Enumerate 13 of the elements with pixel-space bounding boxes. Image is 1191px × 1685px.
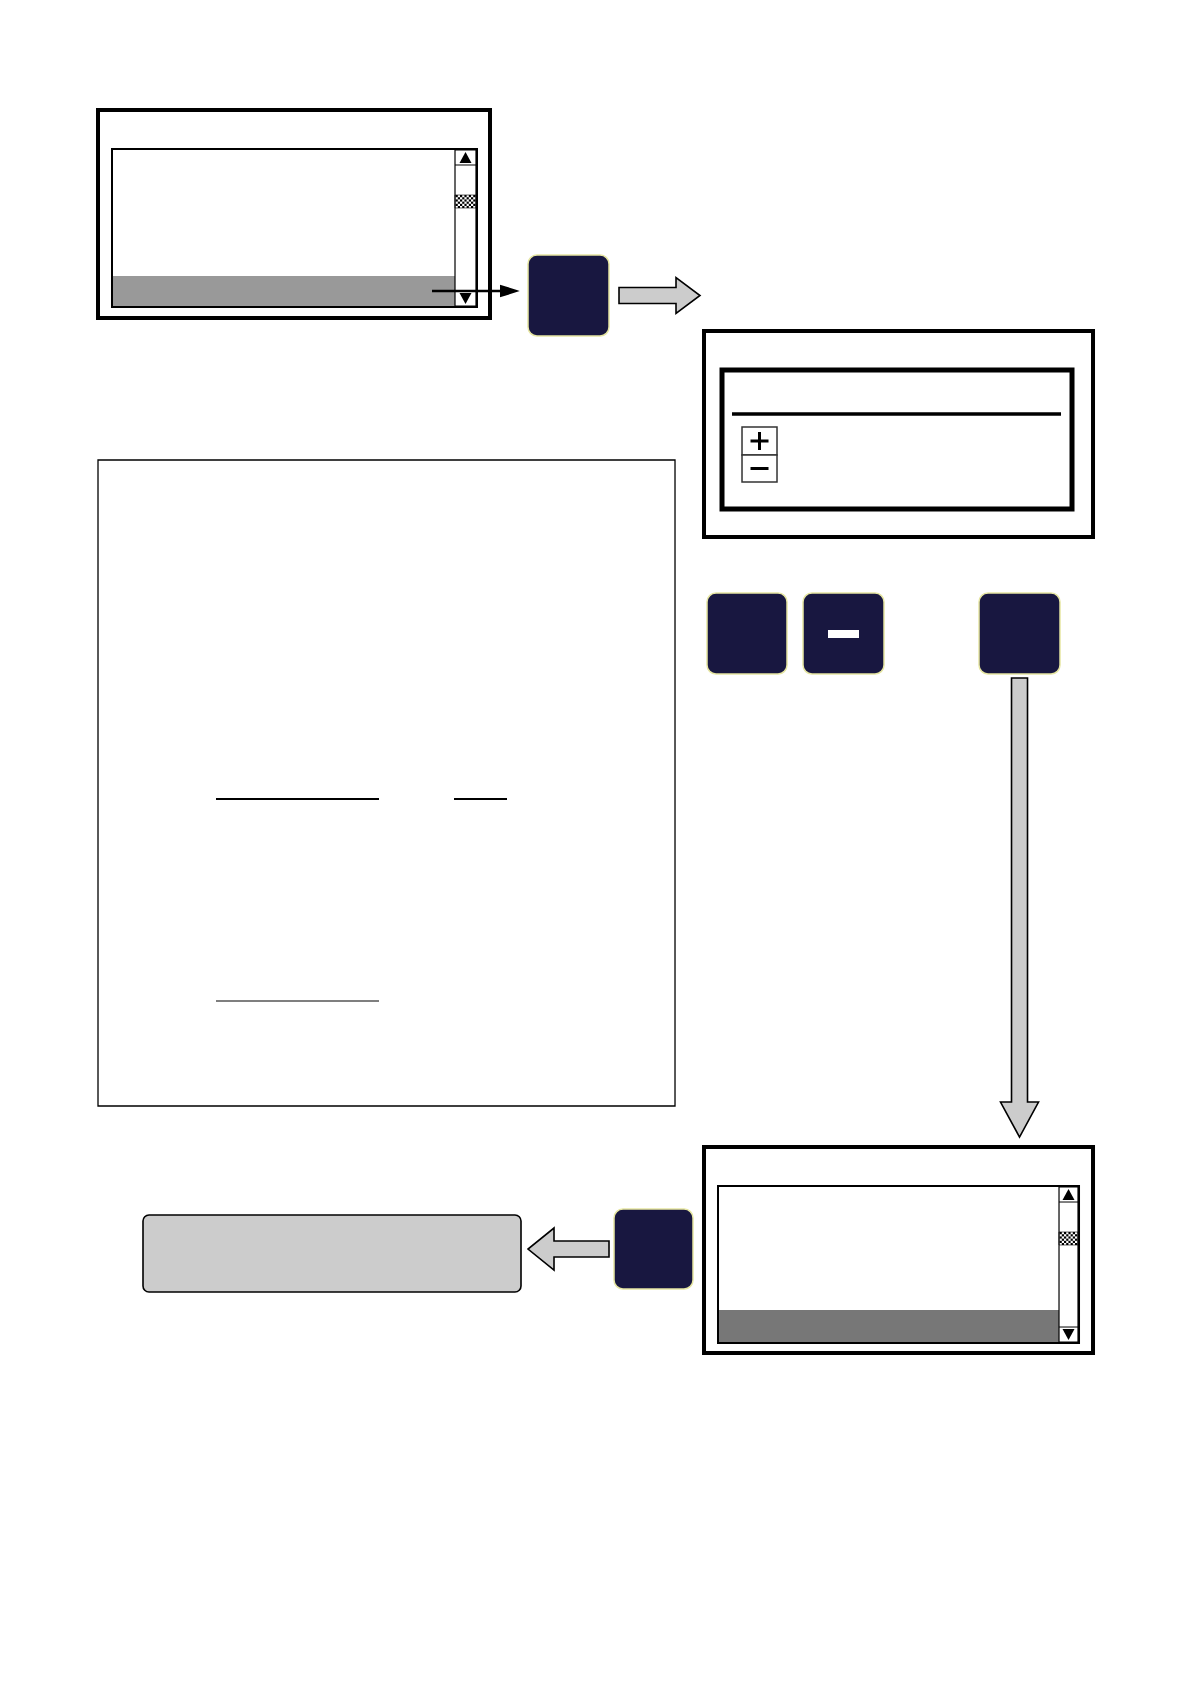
key-button [613, 1208, 694, 1290]
key-button [527, 254, 610, 337]
form-panel [97, 459, 676, 1107]
block-arrow [526, 1226, 610, 1272]
block-arrow [618, 275, 702, 316]
highlighted-row [719, 1310, 1059, 1342]
rounded-box [142, 1214, 522, 1293]
key-button [706, 592, 788, 675]
key-button [802, 592, 885, 675]
key-button [978, 592, 1061, 675]
dialog-panel [719, 367, 1075, 512]
block-arrow [999, 677, 1040, 1139]
highlighted-row [113, 276, 455, 306]
